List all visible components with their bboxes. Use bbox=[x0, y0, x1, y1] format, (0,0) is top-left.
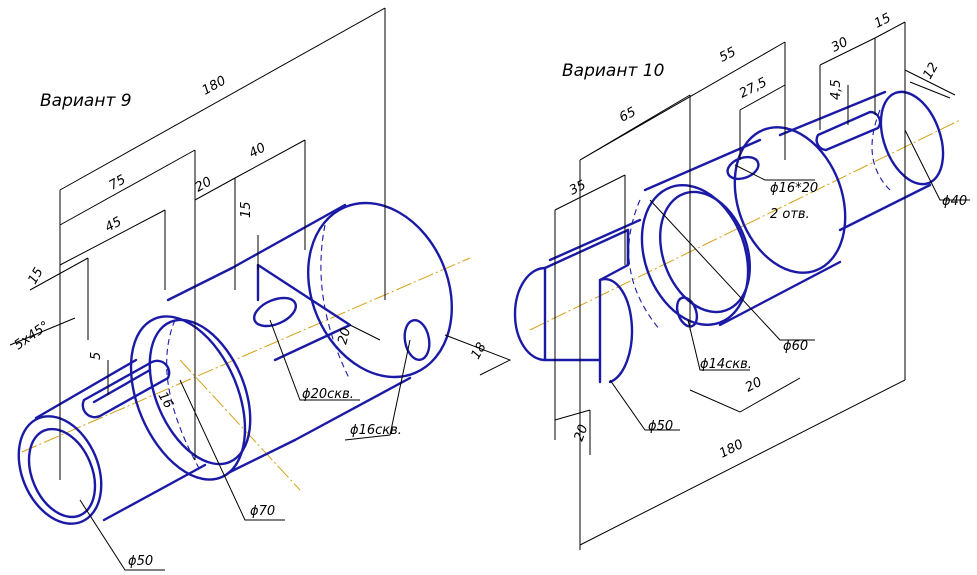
v9-vertical-axis bbox=[179, 359, 301, 491]
v9-center-axis bbox=[21, 257, 471, 453]
v9-dim-18: 18 bbox=[468, 340, 489, 362]
v10-collar bbox=[628, 138, 842, 331]
v10-slotted-end bbox=[513, 218, 642, 384]
v9-label-phi16: ϕ16скв. bbox=[350, 423, 402, 438]
v9-dim-5: 5 bbox=[89, 352, 104, 360]
v10-dimensions bbox=[554, 21, 970, 550]
v10-label-phi16x20: ϕ16*20 bbox=[770, 181, 818, 196]
v10-label-holes: 2 отв. bbox=[770, 207, 810, 222]
v9-dim-15-vertical: 15 bbox=[239, 201, 254, 218]
variant-9-title: Вариант 9 bbox=[40, 91, 132, 111]
v9-label-phi70: ϕ70 bbox=[250, 504, 275, 519]
v9-main-body bbox=[230, 201, 453, 442]
v9-dimensions bbox=[9, 7, 512, 571]
v10-label-phi40: ϕ40 bbox=[942, 194, 967, 209]
v10-dim-65: 65 bbox=[617, 105, 639, 126]
v10-dim-55: 55 bbox=[717, 45, 739, 66]
v9-dim-75: 75 bbox=[107, 172, 129, 193]
v9-dim-45: 45 bbox=[103, 214, 125, 235]
v9-shaft-left bbox=[17, 358, 207, 525]
variant-9-drawing: Вариант 9 bbox=[9, 7, 512, 571]
v10-dim-27-5: 27,5 bbox=[737, 75, 770, 102]
v9-dim-chamfer: 5x45° bbox=[12, 319, 53, 354]
v10-dim-20-mid: 20 bbox=[743, 375, 765, 396]
v9-dim-40: 40 bbox=[247, 140, 269, 161]
v9-dim-16: 16 bbox=[155, 390, 176, 412]
v9-dim-180: 180 bbox=[200, 73, 229, 98]
v9-keyway-slot bbox=[81, 359, 171, 419]
variant-10-drawing: Вариант 10 bbox=[513, 11, 970, 550]
v9-dim-20: 20 bbox=[193, 174, 215, 195]
v10-dim-15: 15 bbox=[872, 11, 894, 32]
variant-10-title: Вариант 10 bbox=[562, 61, 664, 81]
v9-label-phi50: ϕ50 bbox=[128, 554, 153, 569]
v9-dim-20-flat: 20 bbox=[335, 326, 354, 346]
v10-label-phi60: ϕ60 bbox=[783, 339, 808, 354]
v9-label-phi20: ϕ20скв. bbox=[302, 387, 354, 402]
v10-dim-20-end: 20 bbox=[572, 423, 592, 444]
v10-dim-30: 30 bbox=[829, 35, 851, 56]
v9-dim-15-left: 15 bbox=[25, 265, 46, 287]
v9-collar bbox=[129, 266, 297, 481]
v10-dim-35: 35 bbox=[567, 178, 589, 199]
v10-main-body bbox=[726, 90, 945, 274]
v10-dim-4-5: 4,5 bbox=[829, 79, 844, 100]
v10-dim-12: 12 bbox=[920, 60, 941, 82]
v10-label-phi14: ϕ14скв. bbox=[700, 357, 752, 372]
v10-label-phi50: ϕ50 bbox=[648, 419, 673, 434]
v10-dim-180: 180 bbox=[717, 437, 746, 462]
